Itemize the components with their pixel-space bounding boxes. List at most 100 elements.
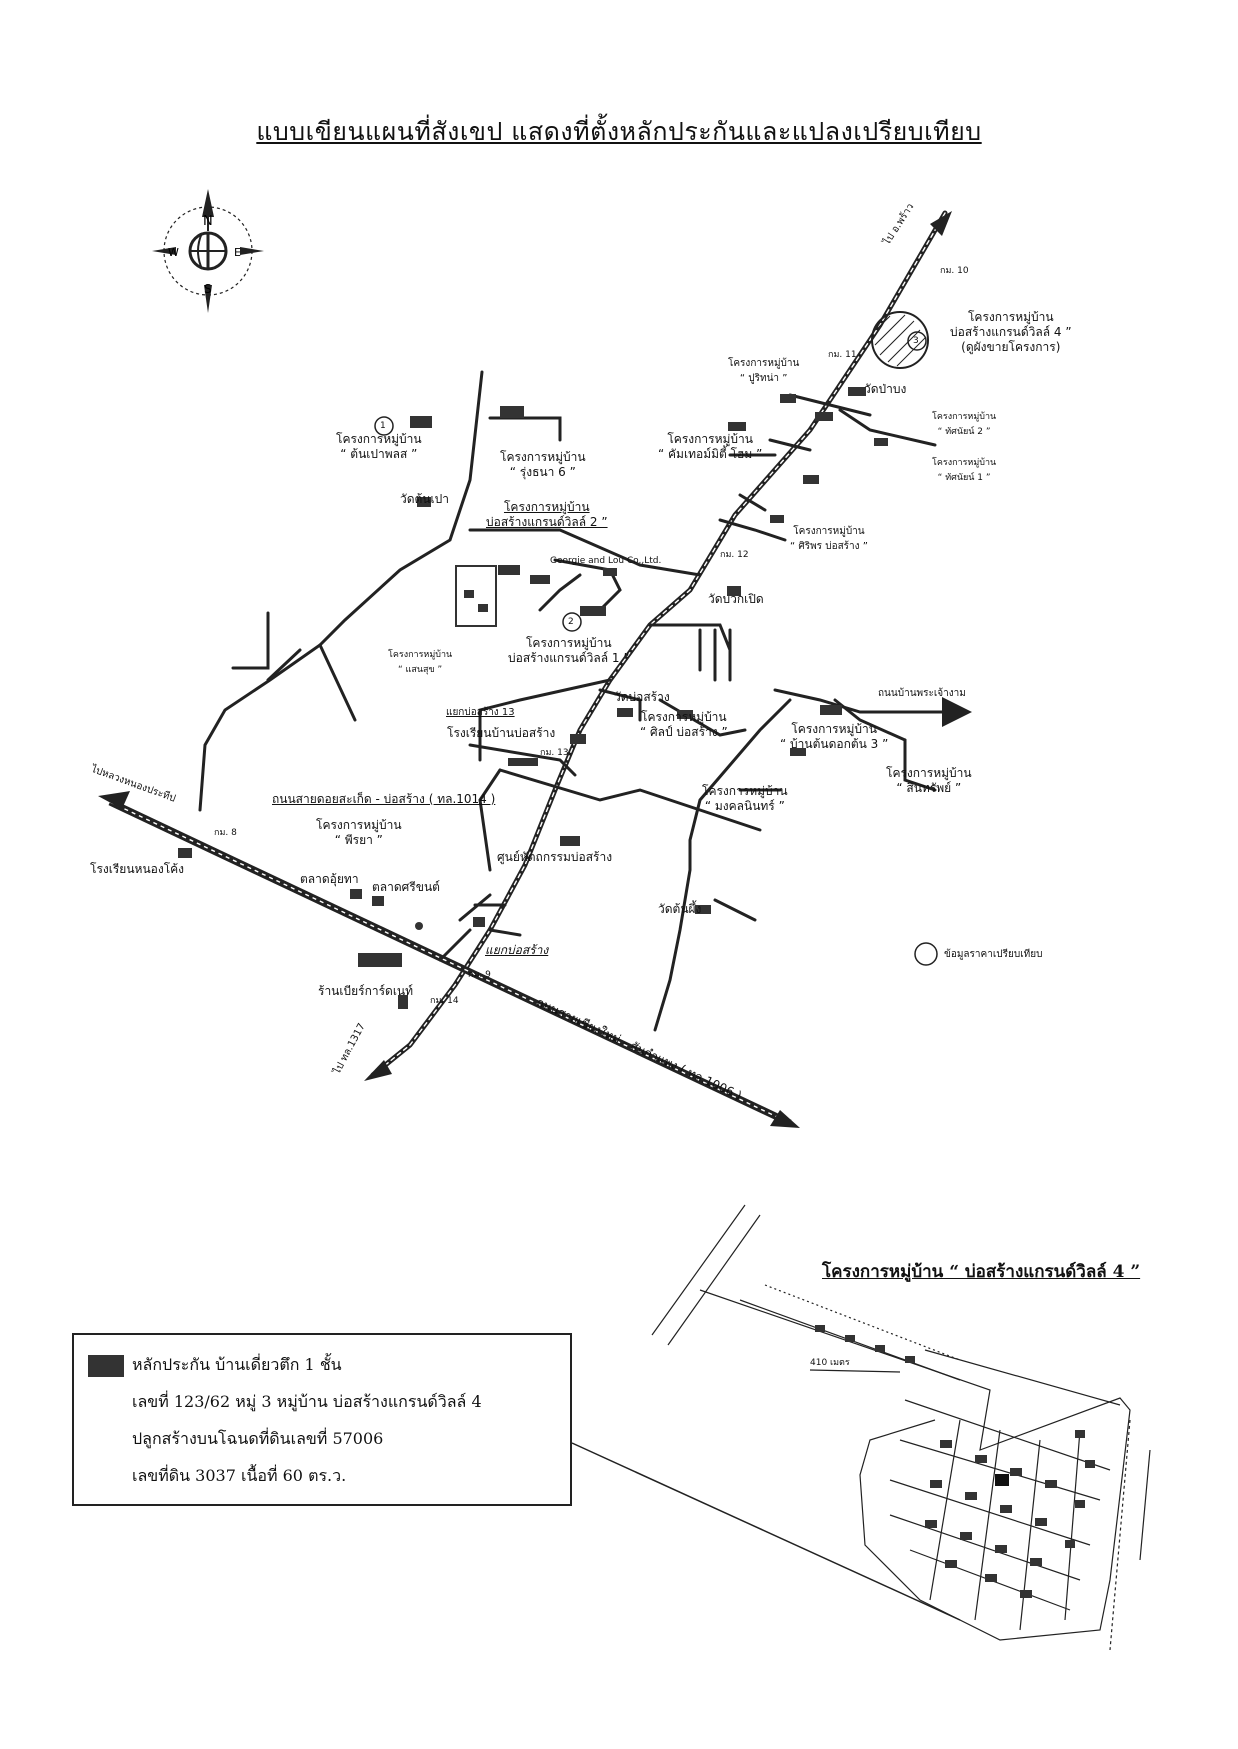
building-icon: [677, 710, 693, 719]
place-market-sri: ตลาดศรีขนต์: [372, 880, 440, 894]
km-13: กม. 13: [540, 748, 569, 758]
arrow-east-icon: [770, 1110, 800, 1128]
project-mongkol: โครงการหมู่บ้าน“ มงคลนินทร์ ”: [702, 784, 788, 813]
subject-project-hatch: [871, 311, 929, 369]
project-sansuk: โครงการหมู่บ้าน“ แสนสุข ”: [388, 650, 453, 675]
place-market-nakhon: ตลาดอุ้ยทา: [300, 872, 359, 886]
place-craft-center: ศูนย์หัตถกรรมบ่อสร้าง: [497, 850, 613, 864]
building-icon: [790, 748, 806, 756]
place-wat-tonpao: วัดต้นเปา: [400, 492, 449, 506]
road-label-east: ถนนบ้านพระเจ้างาม: [878, 688, 966, 699]
road-label-junction-13: แยกบ่อสร้าง 13: [446, 707, 515, 718]
school-icon: [570, 734, 586, 744]
building-icon: [803, 475, 819, 484]
place-wat-pabong: วัดป่าบง: [864, 382, 907, 396]
inset-title: โครงการหมู่บ้าน “ บ่อสร้างแกรนด์วิลล์ 4 …: [822, 1262, 1141, 1282]
north-arrow-icon: [202, 189, 214, 217]
temple-icon: [617, 708, 633, 717]
legend-line-2: เลขที่ 123/62 หมู่ 3 หมู่บ้าน บ่อสร้างแก…: [132, 1392, 482, 1411]
shop-icon: [398, 995, 408, 1009]
school-icon: [178, 848, 192, 858]
building-icon: [500, 406, 524, 418]
project-community: โครงการหมู่บ้าน“ คัมเทอม์มิตี้ โฮม ”: [658, 432, 763, 461]
place-school-nongkong: โรงเรียนหนองโค้ง: [90, 862, 185, 876]
building-icon: [498, 565, 520, 575]
marker-3-label: 3: [913, 336, 919, 346]
compass-n: N: [203, 214, 213, 229]
km-8: กม. 8: [214, 828, 237, 838]
market-icon: [372, 896, 384, 906]
bank-icon: [473, 917, 485, 927]
building-icon: [780, 394, 796, 403]
km-14: กม. 14: [430, 996, 459, 1006]
compass-s: S: [204, 282, 212, 296]
market-icon: [350, 889, 362, 899]
marker-2-label: 2: [568, 617, 574, 627]
inset-dimension: 410 เมตร: [810, 1358, 850, 1368]
building-icon: [410, 416, 432, 428]
legend-compare-label: ข้อมูลราคาเปรียบเทียบ: [944, 949, 1043, 960]
place-wat-buakpet: วัดบวกเปิด: [708, 592, 764, 606]
building-icon: [464, 590, 474, 598]
place-shop-bear: ร้านเบียร์การ์ดเนท์: [318, 984, 414, 998]
inset-plots: [815, 1325, 1095, 1598]
project-peerana: โครงการหมู่บ้าน“ พีรยา ”: [316, 818, 402, 847]
building-icon: [478, 604, 488, 612]
place-company: Georgie and Lou Co.,Ltd.: [550, 556, 662, 566]
legend-compare-circle: [914, 942, 938, 966]
project-ne-2: โครงการหมู่บ้าน“ ทัศนัยน์ 1 ”: [932, 458, 997, 483]
building-icon: [603, 568, 617, 576]
km-12: กม. 12: [720, 550, 749, 560]
project-1: โครงการหมู่บ้าน“ ต้นเปาพลส ”: [336, 432, 422, 461]
temple-dot-icon: [415, 922, 423, 930]
building-icon: [728, 422, 746, 431]
place-wat-tonpueng: วัดต้นผึ้ง: [658, 902, 702, 916]
km-11: กม. 11: [828, 350, 857, 360]
building-icon: [815, 412, 833, 421]
temple-icon: [727, 586, 741, 596]
project-rungrana: โครงการหมู่บ้าน“ รุ่งธนา 6 ”: [500, 450, 586, 479]
sansuk-block-icon: [455, 565, 497, 627]
place-wat-borsang: วัดบ่อสร้าง: [614, 690, 670, 704]
inset-subdivision-plan: [651, 1204, 1151, 1651]
project-siriporn: โครงการหมู่บ้าน“ ศิริพร บ่อสร้าง ”: [790, 526, 868, 552]
km-10: กม. 10: [940, 266, 969, 276]
marker-1-label: 1: [380, 421, 386, 431]
legend-line-1: หลักประกัน บ้านเดี่ยวตึก 1 ชั้น: [132, 1355, 342, 1374]
project-baan-3: โครงการหมู่บ้าน“ บ้านต้นดอกต้น 3 ”: [780, 722, 889, 751]
temple-icon: [848, 387, 866, 396]
building-icons: [178, 387, 888, 1009]
project-grandville-1: โครงการหมู่บ้านบ่อสร้างแกรนด์วิลล์ 1 ”: [508, 636, 630, 665]
highway-1014: [370, 210, 948, 1078]
road-label-hwy-1014: ถนนสายดอยสะเก็ด - บ่อสร้าง ( ทล.1014 ): [272, 792, 496, 806]
compass-rose: N S W E: [152, 189, 264, 313]
temple-icon: [417, 497, 431, 507]
highway-1006: [108, 798, 792, 1127]
comparable-markers: [374, 331, 927, 632]
marker-2: [562, 612, 582, 632]
place-school-borsang: โรงเรียนบ้านบ่อสร้าง: [447, 726, 556, 740]
legend-line-4: เลขที่ดิน 3037 เนื้อที่ 60 ตร.ว.: [132, 1466, 347, 1485]
collateral-legend-box: หลักประกัน บ้านเดี่ยวตึก 1 ชั้น เลขที่ 1…: [72, 1333, 572, 1506]
road-label-junction: แยกบ่อสร้าง: [485, 943, 549, 957]
page-title: แบบเขียนแผนที่สังเขป แสดงที่ตั้งหลักประก…: [256, 117, 982, 146]
compass-e: E: [234, 246, 241, 259]
building-icon: [820, 705, 842, 715]
km-9: กม. 9: [468, 970, 491, 980]
project-grandville-4: โครงการหมู่บ้านบ่อสร้างแกรนด์วิลล์ 4 ”(ด…: [950, 310, 1072, 354]
arrow-southwest-icon: [364, 1060, 392, 1081]
collateral-swatch: [88, 1355, 124, 1377]
compass-w: W: [168, 246, 179, 259]
marker-3: [907, 331, 927, 351]
craft-center-icon: [560, 836, 580, 846]
building-icon: [530, 575, 550, 584]
building-icon: [508, 758, 538, 766]
secondary-roads: [198, 370, 937, 1032]
project-sinsrabsri: โครงการหมู่บ้าน“ สินทรัพย์ ”: [886, 766, 972, 795]
building-icon: [874, 438, 888, 446]
legend-line-3: ปลูกสร้างบนโฉนดที่ดินเลขที่ 57006: [132, 1429, 384, 1448]
project-grandville-2: โครงการหมู่บ้านบ่อสร้างแกรนด์วิลล์ 2 ”: [486, 500, 608, 529]
arrow-west-icon: [98, 791, 130, 809]
